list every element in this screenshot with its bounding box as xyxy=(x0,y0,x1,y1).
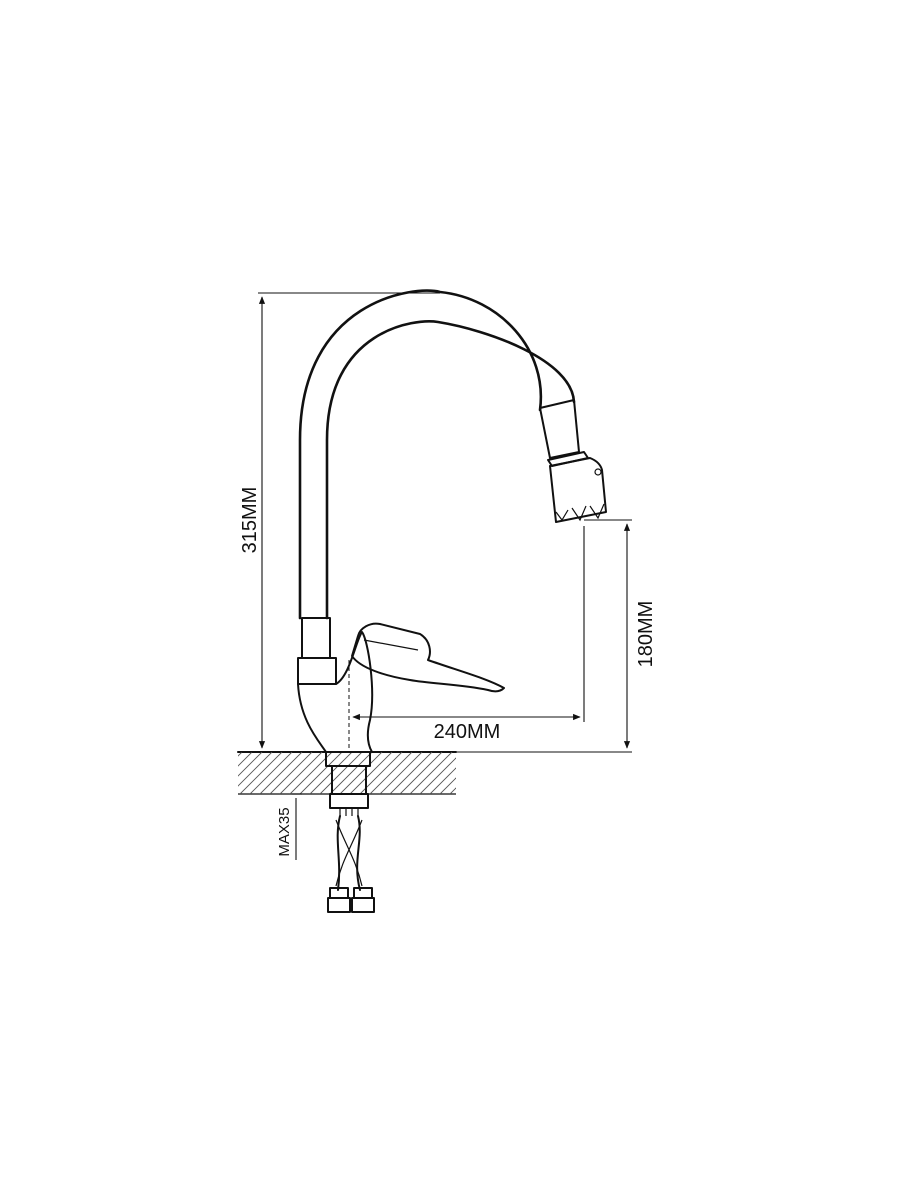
hatch-line xyxy=(379,752,423,794)
dim-max-thickness: MAX35 xyxy=(276,793,302,860)
hatch-line xyxy=(429,767,456,794)
lever-handle xyxy=(351,622,505,693)
hatch-line xyxy=(369,752,413,794)
hatch-line xyxy=(238,752,263,777)
hatch-line xyxy=(249,752,293,794)
hatch-line xyxy=(238,752,273,787)
spray-head xyxy=(539,399,607,523)
label-total-height: 315MM xyxy=(239,487,261,554)
hatch-line xyxy=(239,752,283,794)
spout-tube xyxy=(298,289,576,620)
hatch-line xyxy=(329,752,373,794)
label-max-thickness: MAX35 xyxy=(276,807,293,856)
mounting-shank xyxy=(325,751,371,816)
hatch-line xyxy=(399,752,443,794)
dim-spout-reach: 240MM xyxy=(352,526,585,743)
hatch-line xyxy=(470,752,512,794)
hatch-line xyxy=(389,752,433,794)
hatch-line xyxy=(238,752,243,757)
hatch-line xyxy=(460,752,502,794)
faucet-body xyxy=(297,617,374,753)
supply-hoses xyxy=(327,815,375,913)
hatch-line xyxy=(419,757,456,794)
countertop xyxy=(237,751,512,795)
dim-total-height: 315MM xyxy=(239,292,440,753)
hatch-line xyxy=(409,752,453,794)
hatch-line xyxy=(279,752,323,794)
hatch-line xyxy=(439,777,456,794)
hatch-line xyxy=(299,752,343,794)
label-spout-reach: 240MM xyxy=(434,721,501,743)
hatch-line xyxy=(259,752,303,794)
hatch-line xyxy=(449,787,456,794)
hatch-line xyxy=(319,752,363,794)
hatch-line xyxy=(349,752,393,794)
label-spout-height: 180MM xyxy=(635,601,657,668)
hatch-line xyxy=(269,752,313,794)
dim-spout-height: 180MM xyxy=(456,519,657,753)
hatch-line xyxy=(339,752,383,794)
hatch-line xyxy=(238,752,253,767)
